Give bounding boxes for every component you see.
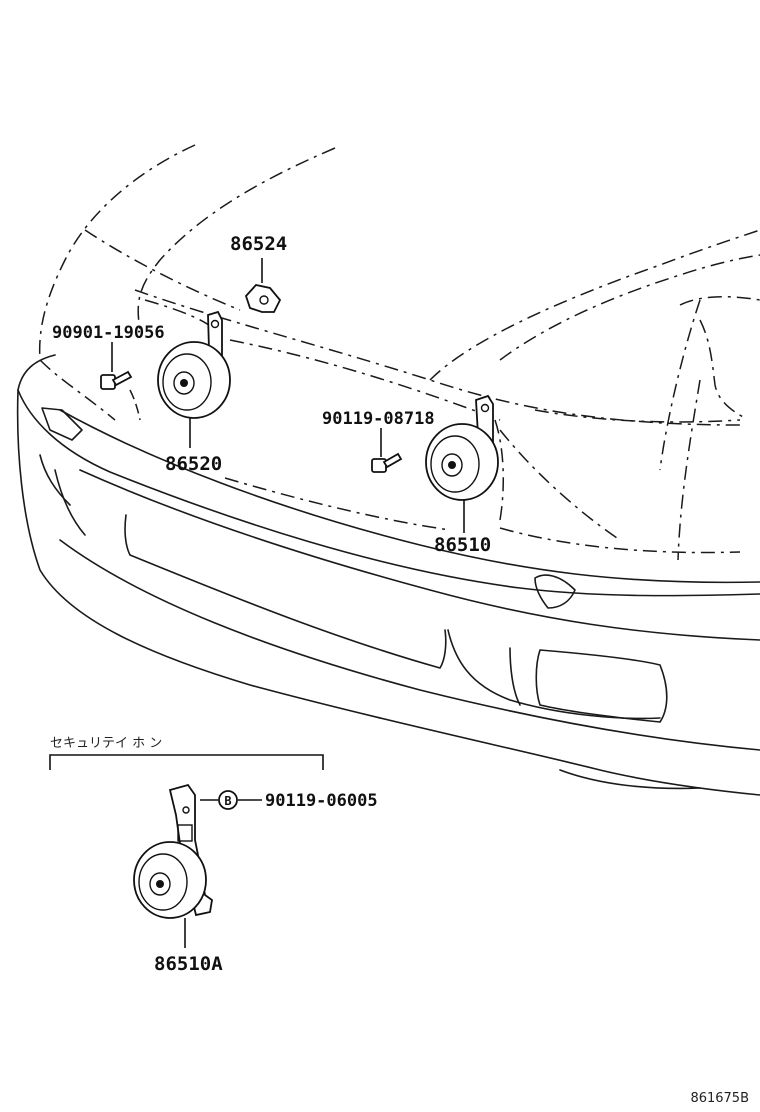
front-bumper	[16, 354, 760, 796]
security-horn-bracket	[49, 754, 324, 770]
callout-b: B	[224, 794, 231, 808]
bolt-90119-08718	[371, 428, 403, 473]
label-90901-19056: 90901-19056	[52, 323, 165, 343]
diagram-id: 861675B	[690, 1091, 749, 1106]
label-86510: 86510	[434, 534, 491, 556]
bolt-90901-19056	[100, 342, 133, 390]
bracket-86524	[244, 258, 282, 313]
security-horn-title: セキュリテイ ホ ン	[50, 736, 162, 751]
label-86524: 86524	[230, 233, 287, 255]
label-86510A: 86510A	[154, 953, 223, 975]
label-90119-08718: 90119-08718	[322, 409, 435, 429]
horn-86520	[157, 310, 231, 448]
horn-86510A	[133, 783, 262, 948]
horn-86510	[425, 394, 499, 533]
label-86520: 86520	[165, 453, 222, 475]
label-90119-06005: 90119-06005	[265, 791, 378, 811]
